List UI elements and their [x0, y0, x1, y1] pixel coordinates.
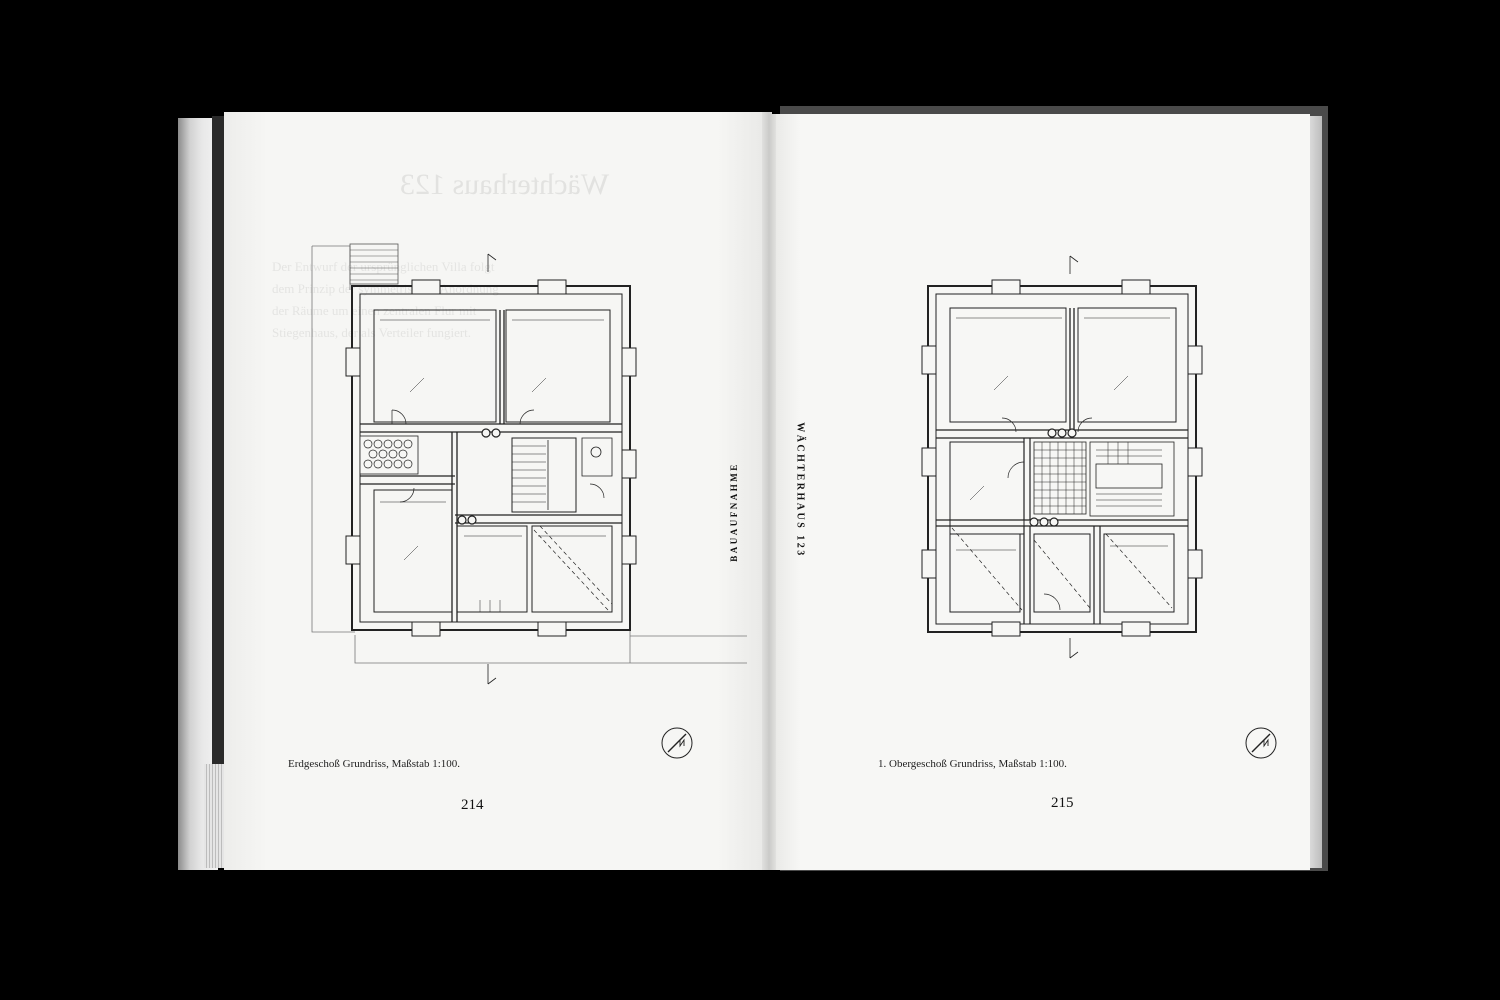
- show-through-line: dem Prinzip der symmetrischen Anordnung: [272, 281, 499, 296]
- ground-floor-plan: [311, 243, 747, 685]
- page-block-lower-edge: [204, 764, 226, 868]
- north-arrow-icon: [661, 727, 693, 759]
- upper-floor-plan: [921, 255, 1203, 659]
- north-arrow-icon: [1245, 727, 1277, 759]
- show-through-line: Der Entwurf der ursprünglichen Villa fol…: [272, 259, 495, 274]
- page-block-dark-edge: [212, 116, 224, 764]
- running-head-section: WÄCHTERHAUS 123: [794, 422, 806, 558]
- right-page: [768, 114, 1310, 870]
- running-head: BAUAUFNAHME: [729, 462, 739, 562]
- show-through-title: Wächterhaus 123: [400, 168, 610, 201]
- figure-caption: 1. Obergeschoß Grundriss, Maßstab 1:100.: [878, 758, 1067, 770]
- gutter-shadow: [762, 112, 776, 870]
- page-number: 214: [461, 797, 484, 813]
- left-page: [224, 112, 772, 870]
- page-block-left: [178, 118, 218, 870]
- figure-caption: Erdgeschoß Grundriss, Maßstab 1:100.: [288, 758, 461, 770]
- show-through-line: Stiegenhaus, der als Verteiler fungiert.: [272, 325, 472, 340]
- page-number: 215: [1051, 795, 1074, 811]
